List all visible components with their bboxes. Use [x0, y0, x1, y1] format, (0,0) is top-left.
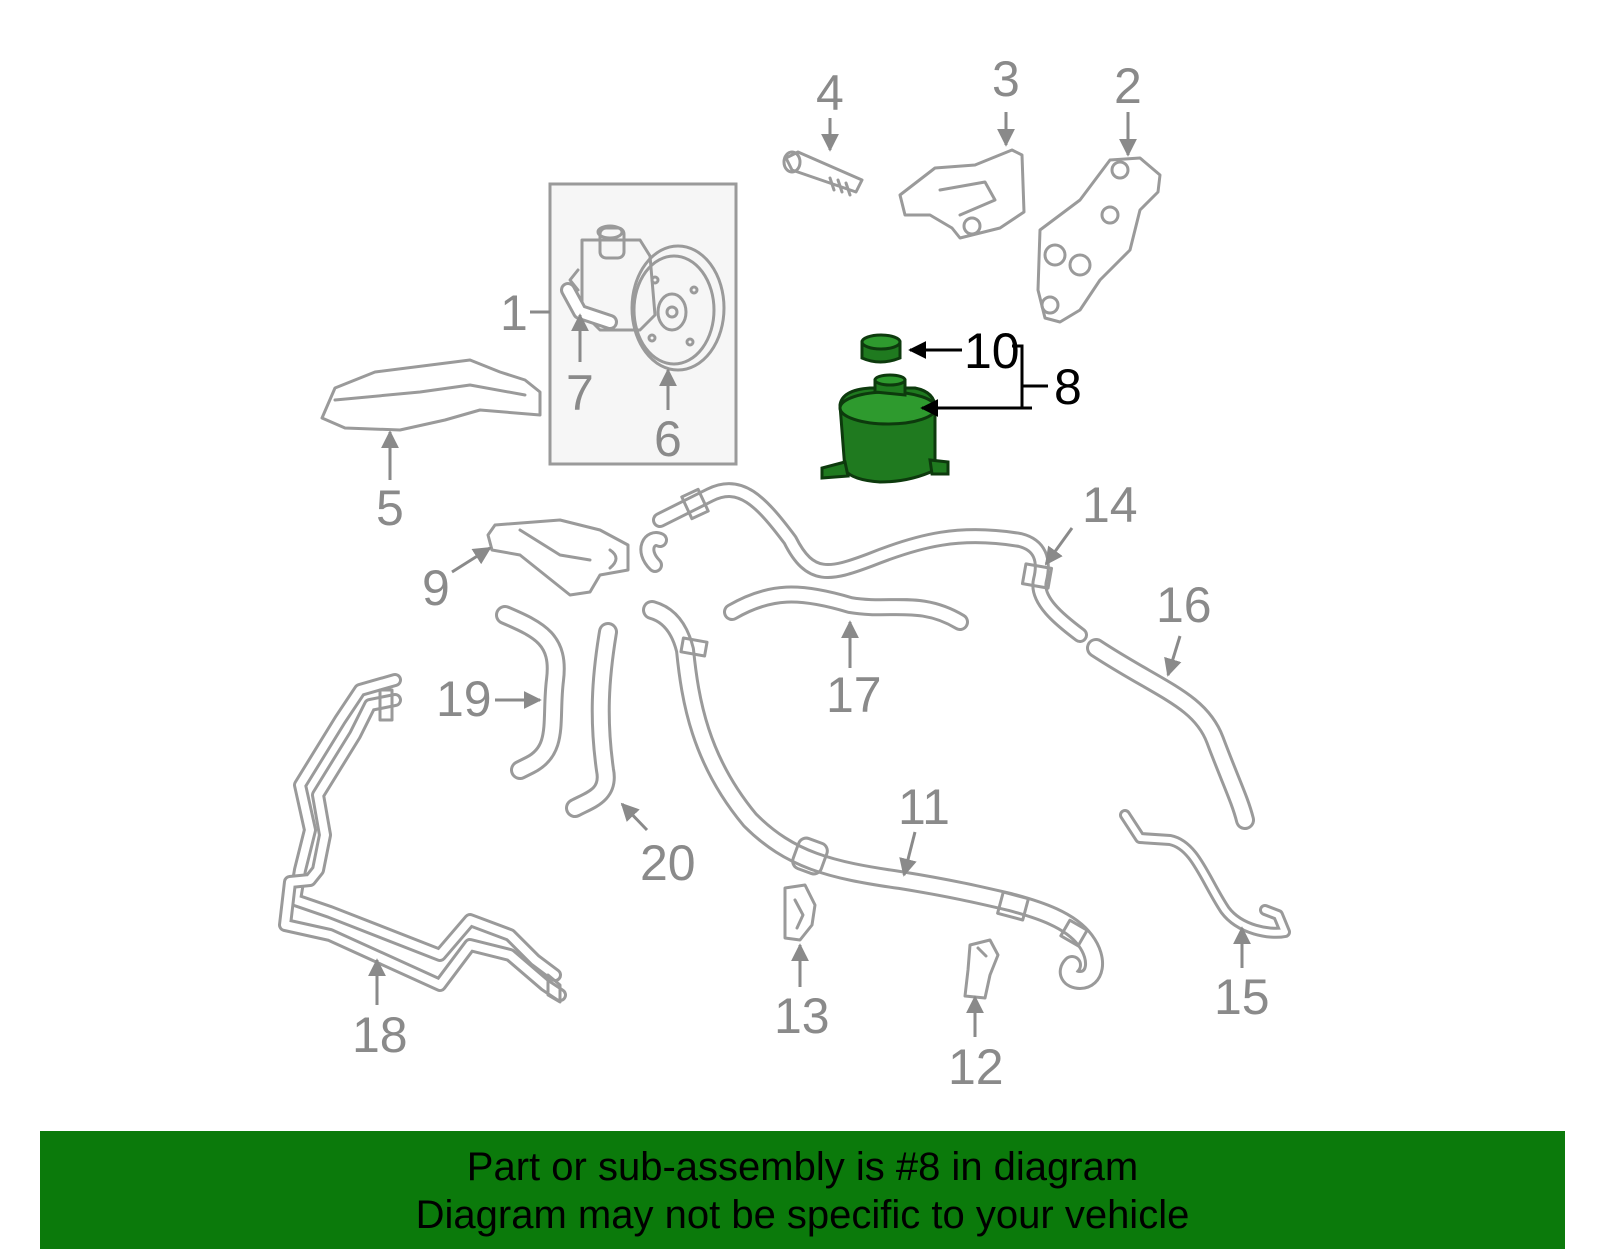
part-17-hose[interactable]	[723, 585, 969, 631]
callout-11: 11	[898, 779, 950, 835]
callout-18: 18	[352, 1007, 408, 1063]
banner-line-disclaimer: Diagram may not be specific to your vehi…	[415, 1193, 1190, 1237]
part-11-pressure-hose[interactable]	[642, 600, 1104, 990]
callout-8: 8	[1054, 359, 1082, 415]
callout-12: 12	[948, 1039, 1004, 1095]
callout-2: 2	[1114, 58, 1142, 114]
callout-13: 13	[774, 988, 830, 1044]
part-6-pulley[interactable]	[630, 244, 726, 372]
callout-3: 3	[992, 51, 1020, 107]
part-10-reservoir-cap[interactable]	[860, 333, 902, 364]
part-7-pump-fitting[interactable]	[560, 282, 618, 330]
callout-6: 6	[654, 411, 682, 467]
part-12-clamp[interactable]	[963, 938, 1000, 1000]
part-5-heat-shield[interactable]	[320, 358, 542, 432]
part-9-bracket[interactable]	[486, 518, 630, 597]
banner-line-part-number: Part or sub-assembly is #8 in diagram	[466, 1145, 1139, 1189]
part-16-hose[interactable]	[1086, 638, 1255, 830]
callout-1: 1	[500, 285, 528, 341]
part-15-tube[interactable]	[1119, 809, 1291, 939]
part-2-bracket[interactable]	[1036, 156, 1162, 324]
part-3-bracket[interactable]	[898, 148, 1026, 240]
callout-17: 17	[826, 667, 882, 723]
callout-7: 7	[566, 365, 594, 421]
callout-4: 4	[816, 65, 844, 121]
callout-10: 10	[964, 323, 1020, 379]
hose-return-line[interactable]	[639, 482, 1088, 643]
callout-5: 5	[376, 480, 404, 536]
part-18-cooler-tubes[interactable]	[278, 673, 567, 1004]
callout-19: 19	[436, 671, 492, 727]
info-banner: Part or sub-assembly is #8 in diagram Di…	[40, 1131, 1565, 1249]
callout-16: 16	[1156, 577, 1212, 633]
callout-14: 14	[1082, 477, 1138, 533]
part-1-assembly-box	[548, 182, 738, 466]
callout-9: 9	[422, 560, 450, 616]
part-20-hose[interactable]	[565, 622, 618, 818]
part-13-clip[interactable]	[783, 883, 817, 942]
leader-lines	[368, 112, 1251, 1037]
part-19-hose[interactable]	[495, 605, 566, 780]
part-8-reservoir[interactable]	[820, 373, 950, 484]
callout-15: 15	[1214, 969, 1270, 1025]
callout-20: 20	[640, 835, 696, 891]
part-4-bolt[interactable]	[782, 150, 864, 197]
